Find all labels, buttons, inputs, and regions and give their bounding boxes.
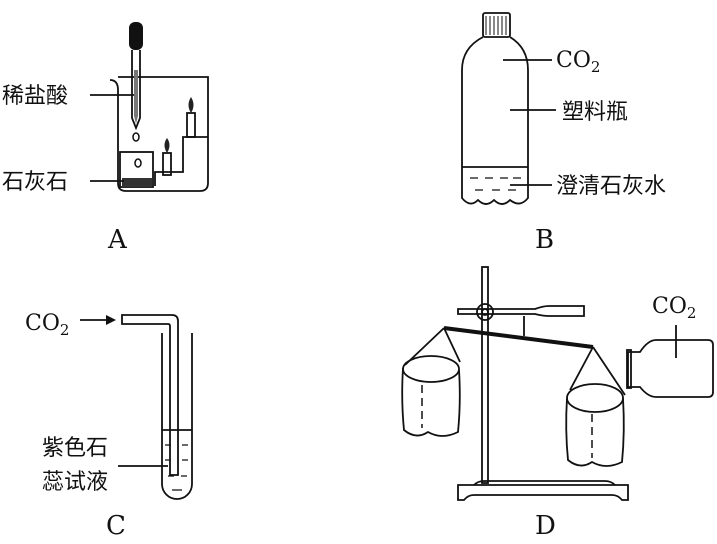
panel-b: CO2 塑料瓶 澄清石灰水 B [461, 12, 666, 255]
left-cup [401, 355, 461, 437]
panel-letter-d: D [535, 511, 556, 541]
label-co2-d: CO2 [652, 294, 696, 322]
delivery-tube [121, 314, 179, 476]
right-cup [565, 383, 625, 467]
label-limewater: 澄清石灰水 [556, 174, 666, 199]
plastic-bottle [461, 36, 529, 205]
panel-letter-c: C [106, 511, 126, 541]
stand-base [457, 484, 629, 501]
limestone [122, 178, 152, 187]
panel-d: CO2 D [401, 266, 714, 541]
balance-beam [443, 326, 594, 349]
candle-high [186, 112, 196, 138]
co2-gas-bottle [627, 339, 714, 398]
test-tube [161, 333, 193, 500]
beaker [109, 76, 209, 192]
panel-letter-b: B [535, 225, 554, 255]
dropper-bulb [129, 22, 143, 50]
label-co2-c: CO2 [25, 311, 69, 339]
label-litmus-2: 蕊试液 [42, 470, 108, 495]
label-limestone: 石灰石 [2, 170, 68, 195]
panel-a: 稀盐酸 石灰石 A [2, 22, 209, 255]
stand-rod [481, 266, 489, 484]
clamp-knob [476, 303, 494, 321]
label-acid: 稀盐酸 [2, 84, 68, 109]
panel-letter-a: A [107, 225, 128, 255]
bottle-cap [482, 12, 511, 38]
clamp-bar [457, 305, 585, 317]
label-litmus-1: 紫色石 [42, 436, 108, 461]
label-plastic-bottle: 塑料瓶 [562, 100, 628, 125]
acid-drop [132, 132, 140, 142]
panel-c: CO2 紫色石 蕊试液 C [25, 311, 193, 541]
arrow-icon [106, 315, 116, 325]
label-co2-b: CO2 [556, 48, 600, 76]
